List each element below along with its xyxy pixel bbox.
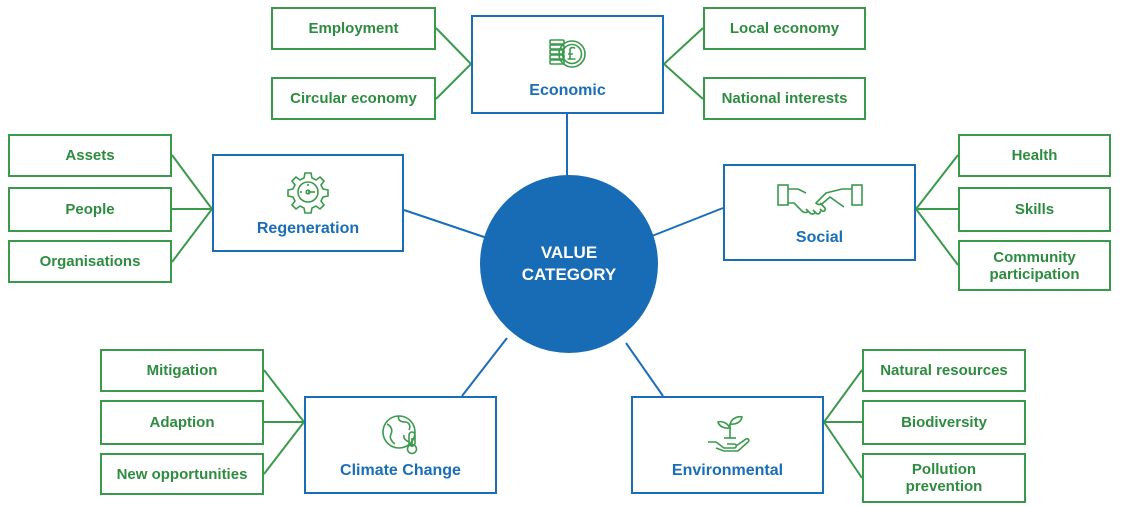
category-regeneration-label: Regeneration: [256, 220, 360, 237]
bracket-economic-left: [435, 27, 473, 100]
item-national-interests-label: National interests: [721, 90, 848, 107]
item-community-line2: participation: [989, 265, 1080, 283]
item-skills-label: Skills: [1014, 201, 1055, 218]
item-pollution-prevention: Pollution prevention: [862, 453, 1026, 503]
item-natural-resources-label: Natural resources: [880, 362, 1008, 379]
category-social-label: Social: [795, 229, 844, 246]
gear-gauge-icon: [287, 172, 329, 214]
category-economic: Economic: [471, 15, 664, 114]
item-health-label: Health: [1011, 147, 1058, 164]
pound-coin-stack-icon: [548, 39, 586, 68]
item-people: People: [8, 187, 172, 232]
item-assets: Assets: [8, 134, 172, 177]
item-organisations-label: Organisations: [39, 253, 141, 270]
category-regeneration: Regeneration: [212, 154, 404, 252]
item-people-label: People: [65, 201, 115, 218]
item-biodiversity: Biodiversity: [862, 400, 1026, 445]
item-community-line1: Community: [993, 248, 1076, 266]
item-skills: Skills: [958, 187, 1111, 232]
spoke-environmental: [625, 342, 664, 397]
spoke-climate: [461, 337, 508, 397]
item-pollution-line1: Pollution: [911, 461, 977, 478]
bracket-environmental: [822, 369, 863, 479]
category-environmental-label: Environmental: [671, 462, 784, 479]
item-adaption: Adaption: [100, 400, 264, 445]
category-social: Social: [723, 164, 916, 261]
item-national-interests: National interests: [703, 77, 866, 120]
spoke-social: [651, 207, 724, 237]
item-health: Health: [958, 134, 1111, 177]
category-climate-change-label: Climate Change: [340, 462, 461, 479]
center-line1: VALUE: [540, 243, 598, 262]
category-environmental: Environmental: [631, 396, 824, 494]
globe-thermometer-icon: [381, 415, 417, 455]
item-local-economy: Local economy: [703, 7, 866, 50]
center-line2: CATEGORY: [521, 265, 617, 284]
item-employment-label: Employment: [308, 20, 399, 37]
value-category-center: VALUE CATEGORY: [480, 175, 658, 353]
item-biodiversity-label: Biodiversity: [901, 414, 987, 431]
item-new-opportunities-label: New opportunities: [116, 465, 248, 483]
spoke-regeneration: [403, 209, 488, 239]
item-adaption-label: Adaption: [149, 414, 215, 431]
item-assets-label: Assets: [65, 147, 115, 164]
item-community-participation: Community participation: [958, 240, 1111, 291]
item-mitigation: Mitigation: [100, 349, 264, 392]
item-circular-economy-label: Circular economy: [290, 90, 417, 107]
item-employment: Employment: [271, 7, 436, 50]
item-new-opportunities: New opportunities: [100, 453, 264, 495]
item-pollution-line2: prevention: [905, 478, 983, 495]
item-local-economy-label: Local economy: [729, 20, 840, 37]
bracket-economic-right: [662, 27, 704, 100]
item-circular-economy: Circular economy: [271, 77, 436, 120]
item-mitigation-label: Mitigation: [146, 362, 218, 379]
category-economic-label: Economic: [529, 82, 606, 99]
hand-plant-icon: [707, 415, 750, 452]
item-natural-resources: Natural resources: [862, 349, 1026, 392]
category-climate-change: Climate Change: [304, 396, 497, 494]
handshake-icon: [776, 184, 863, 215]
item-organisations: Organisations: [8, 240, 172, 283]
